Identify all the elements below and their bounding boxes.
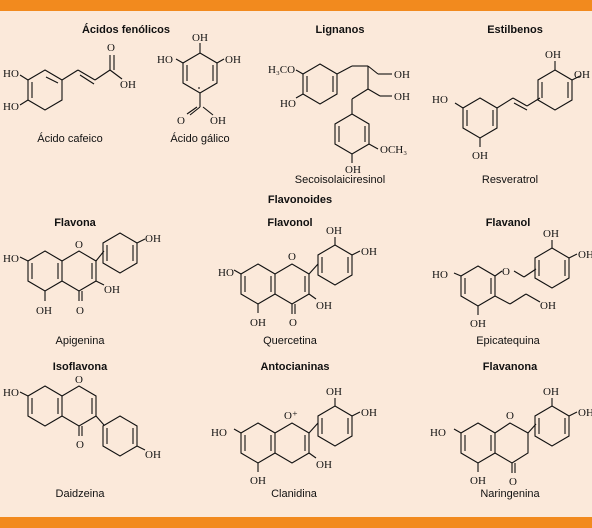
atom-o: O bbox=[107, 42, 115, 54]
atom-oh: OH bbox=[578, 249, 592, 261]
atom-oh: OH bbox=[104, 284, 120, 296]
label-naringenina: Naringenina bbox=[480, 488, 540, 500]
atom-oh: OH bbox=[326, 386, 342, 398]
atom-o: O bbox=[75, 239, 83, 251]
atom-o: O bbox=[177, 115, 185, 127]
atom-oh: OH bbox=[326, 225, 342, 237]
atom-o: O bbox=[75, 374, 83, 386]
label-epicatequina: Epicatequina bbox=[476, 335, 540, 347]
structure-apigenina: O OH HO OH O OH bbox=[3, 232, 161, 317]
atom-oh: OH bbox=[145, 233, 161, 245]
heading-acidos-fenolicos: Ácidos fenólicos bbox=[81, 24, 171, 36]
atom-och3: OCH₃ bbox=[380, 144, 407, 156]
label-clanidina: Clanidina bbox=[271, 488, 317, 500]
atom-oh: OH bbox=[545, 49, 561, 61]
atom-oh: OH bbox=[470, 475, 486, 487]
atom-oh: OH bbox=[361, 407, 377, 419]
atom-ho: HO bbox=[430, 427, 446, 439]
atom-oh: OH bbox=[543, 228, 559, 240]
atom-oh: OH bbox=[540, 300, 556, 312]
atom-ho: HO bbox=[211, 427, 227, 439]
structure-acido-cafeico: HO HO O OH bbox=[3, 42, 136, 113]
atom-ho: HO bbox=[3, 253, 19, 265]
label-daidzeina: Daidzeina bbox=[55, 488, 105, 500]
structure-secoisolaiciresinol: H₃CO HO OH OH OH OCH₃ bbox=[268, 63, 410, 176]
heading-flavanol: Flavanol bbox=[485, 217, 531, 229]
atom-ho: HO bbox=[432, 269, 448, 281]
atom-ho: HO bbox=[3, 387, 19, 399]
structure-daidzeina: O HO O OH bbox=[3, 374, 161, 461]
structure-resveratrol: HO OH OH OH bbox=[432, 49, 590, 162]
atom-o-plus: O⁺ bbox=[284, 410, 298, 422]
atom-ho: HO bbox=[432, 94, 448, 106]
structure-quercetina: O OH OH HO OH O OH bbox=[218, 225, 377, 329]
atom-oh: OH bbox=[394, 91, 410, 103]
atom-o: O bbox=[288, 251, 296, 263]
atom-ho: HO bbox=[3, 101, 19, 113]
label-quercetina: Quercetina bbox=[263, 335, 317, 347]
heading-flavonoides: Flavonoides bbox=[267, 194, 333, 206]
atom-oh: OH bbox=[578, 407, 592, 419]
atom-oh: OH bbox=[120, 79, 136, 91]
atom-oh: OH bbox=[316, 459, 332, 471]
atom-o: O bbox=[509, 476, 517, 488]
atom-oh: OH bbox=[361, 246, 377, 258]
heading-flavanona: Flavanona bbox=[482, 361, 538, 373]
atom-o: O bbox=[502, 266, 510, 278]
atom-oh: OH bbox=[470, 318, 486, 330]
structure-clanidina: O⁺ OH OH HO OH OH bbox=[211, 386, 377, 487]
atom-oh: OH bbox=[574, 69, 590, 81]
atom-oh: OH bbox=[192, 32, 208, 44]
atom-o: O bbox=[506, 410, 514, 422]
heading-estilbenos: Estilbenos bbox=[487, 24, 543, 36]
atom-oh: OH bbox=[250, 475, 266, 487]
heading-flavona: Flavona bbox=[54, 217, 96, 229]
structure-epicatequina: O OH OH HO OH OH bbox=[432, 228, 592, 330]
atom-oh: OH bbox=[145, 449, 161, 461]
heading-antocianinas: Antocianinas bbox=[260, 361, 330, 373]
label-acido-cafeico: Ácido cafeico bbox=[37, 133, 103, 145]
atom-ho: HO bbox=[3, 68, 19, 80]
atom-o: O bbox=[76, 439, 84, 451]
bottom-orange-band bbox=[0, 517, 592, 528]
atom-o: O bbox=[289, 317, 297, 329]
heading-isoflavona: Isoflavona bbox=[52, 361, 108, 373]
atom-oh: OH bbox=[250, 317, 266, 329]
label-acido-galico: Ácido gálico bbox=[170, 133, 230, 145]
label-secoisolaiciresinol: Secoisolaiciresinol bbox=[294, 174, 386, 186]
top-orange-band bbox=[0, 0, 592, 11]
atom-ho: HO bbox=[157, 54, 173, 66]
atom-ho: HO bbox=[218, 267, 234, 279]
label-resveratrol: Resveratrol bbox=[481, 174, 539, 186]
atom-oh: OH bbox=[316, 300, 332, 312]
heading-lignanos: Lignanos bbox=[315, 24, 365, 36]
structure-naringenina: O OH OH HO OH O bbox=[430, 386, 592, 488]
figure-panel: Ácidos fenólicos Lignanos Estilbenos Fla… bbox=[0, 11, 592, 517]
structure-acido-galico: OH HO OH O OH bbox=[157, 32, 241, 127]
atom-ho: HO bbox=[280, 98, 296, 110]
atom-o: O bbox=[76, 305, 84, 317]
heading-flavonol: Flavonol bbox=[267, 217, 313, 229]
atom-oh: OH bbox=[36, 305, 52, 317]
atom-oh: OH bbox=[210, 115, 226, 127]
atom-oh: OH bbox=[225, 54, 241, 66]
atom-oh: OH bbox=[345, 164, 361, 176]
atom-h3co: H₃CO bbox=[268, 64, 295, 76]
atom-oh: OH bbox=[394, 69, 410, 81]
atom-oh: OH bbox=[543, 386, 559, 398]
label-apigenina: Apigenina bbox=[55, 335, 105, 347]
atom-oh: OH bbox=[472, 150, 488, 162]
molecules-drawing: HO HO O OH OH HO OH O OH bbox=[3, 32, 592, 488]
